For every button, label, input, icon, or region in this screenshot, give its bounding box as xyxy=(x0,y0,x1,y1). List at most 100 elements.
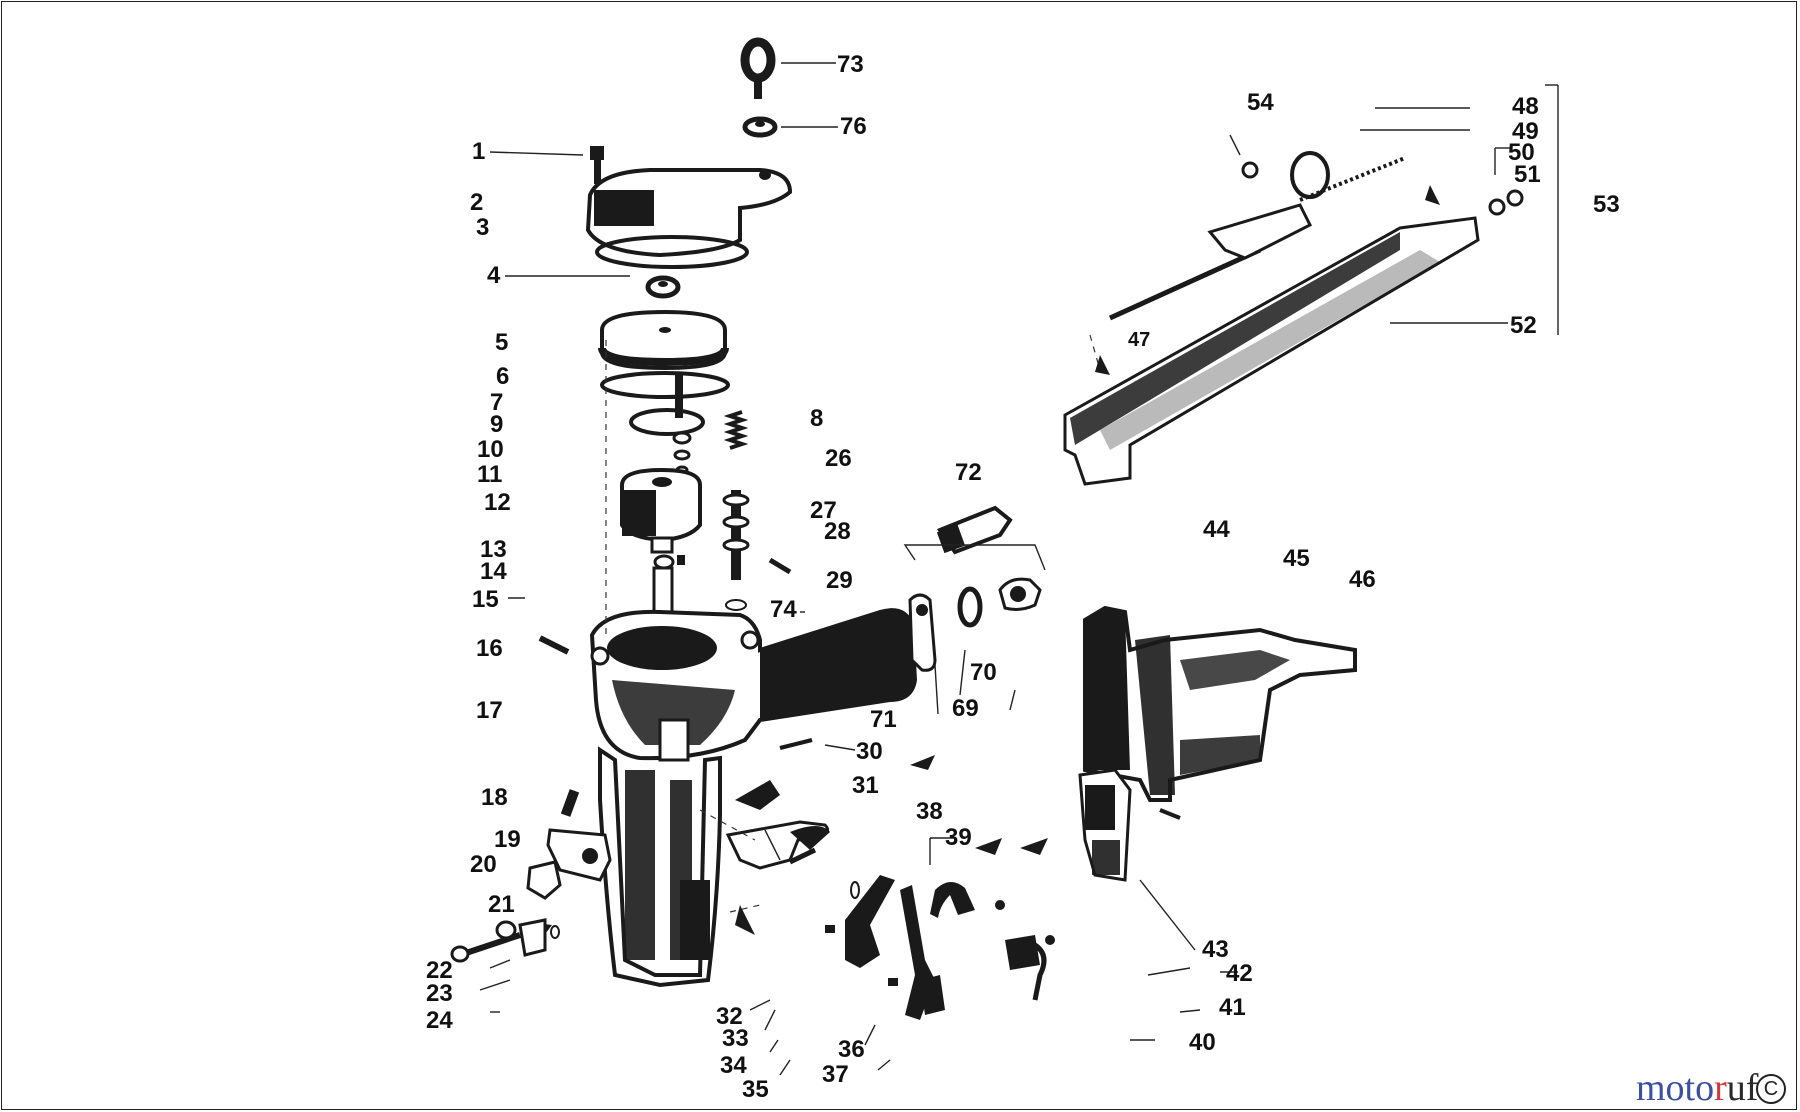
latch-30-31 xyxy=(735,738,813,810)
washer-4 xyxy=(645,275,681,299)
hook-39 xyxy=(930,881,975,918)
label-37: 37 xyxy=(822,1061,849,1088)
brand-part-3: uf xyxy=(1726,1067,1759,1109)
block-42-43 xyxy=(1078,768,1181,882)
label-4: 4 xyxy=(487,262,501,289)
nipple-72 xyxy=(936,505,1013,555)
brand-part-2: r xyxy=(1714,1067,1727,1109)
label-48: 48 xyxy=(1512,93,1539,120)
label-3: 3 xyxy=(476,214,489,241)
eye-bolt-73 xyxy=(740,37,776,99)
label-40: 40 xyxy=(1189,1029,1216,1056)
label-31: 31 xyxy=(852,772,879,799)
label-15: 15 xyxy=(472,586,499,613)
label-43: 43 xyxy=(1202,936,1229,963)
label-47: 47 xyxy=(1128,329,1150,351)
magazine-rail-47-54 xyxy=(1063,151,1524,486)
label-20: 20 xyxy=(470,851,497,878)
label-51: 51 xyxy=(1514,161,1541,188)
label-50: 50 xyxy=(1508,139,1535,166)
label-35: 35 xyxy=(742,1076,769,1103)
label-76: 76 xyxy=(840,113,867,140)
main-housing-17 xyxy=(589,608,918,762)
guide-line xyxy=(699,809,756,841)
spring-clip-40-41 xyxy=(1005,935,1055,1001)
label-33: 33 xyxy=(722,1025,749,1052)
label-44: 44 xyxy=(1203,516,1230,543)
label-5: 5 xyxy=(495,329,508,356)
label-39: 39 xyxy=(945,824,972,851)
part-labels: 73 76 1 2 3 4 5 6 7 9 10 11 12 13 14 15 … xyxy=(426,51,1620,1103)
label-41: 41 xyxy=(1219,994,1246,1021)
label-30: 30 xyxy=(856,738,883,765)
label-72: 72 xyxy=(955,459,982,486)
leader-lines xyxy=(479,62,1559,1076)
label-70: 70 xyxy=(970,659,997,686)
brand-part-1: moto xyxy=(1636,1067,1715,1109)
direction-arrows xyxy=(735,185,1440,935)
label-23: 23 xyxy=(426,980,453,1007)
label-12: 12 xyxy=(484,489,511,516)
label-8: 8 xyxy=(810,405,823,432)
nose-body xyxy=(598,746,722,988)
gasket-3 xyxy=(595,235,749,269)
piston-5 xyxy=(598,309,729,371)
bracket-19 xyxy=(546,828,612,882)
brand-logo: motoruf xyxy=(1636,1066,1758,1110)
label-2: 2 xyxy=(470,189,483,216)
fasteners-21-24 xyxy=(450,918,560,963)
label-46: 46 xyxy=(1349,566,1376,593)
label-52: 52 xyxy=(1510,312,1537,339)
label-24: 24 xyxy=(426,1007,453,1034)
spring-pin-26-29 xyxy=(722,410,792,580)
screw-1 xyxy=(590,146,604,184)
label-22: 22 xyxy=(426,957,453,984)
label-13: 13 xyxy=(480,536,507,563)
label-49: 49 xyxy=(1512,118,1539,145)
ring-13 xyxy=(653,554,675,570)
lever-36-38 xyxy=(825,875,945,1020)
label-69: 69 xyxy=(952,695,979,722)
label-27: 27 xyxy=(810,497,837,524)
top-cap-2 xyxy=(585,168,793,258)
nut-76 xyxy=(742,116,778,138)
label-71: 71 xyxy=(870,706,897,733)
guide-line xyxy=(729,904,761,913)
label-74: 74 xyxy=(770,596,797,623)
ring-74 xyxy=(725,599,747,611)
screw-39 xyxy=(995,900,1005,910)
copyright-icon: C xyxy=(1756,1074,1786,1104)
label-6: 6 xyxy=(496,363,509,390)
label-29: 29 xyxy=(826,567,853,594)
label-42: 42 xyxy=(1226,960,1253,987)
label-45: 45 xyxy=(1283,545,1310,572)
label-53: 53 xyxy=(1593,191,1620,218)
o-ring-6 xyxy=(600,371,730,399)
pin-18 xyxy=(560,789,580,817)
pin-16 xyxy=(538,635,570,655)
plate-20 xyxy=(526,860,562,900)
label-34: 34 xyxy=(720,1052,747,1079)
label-9: 9 xyxy=(490,411,503,438)
label-11: 11 xyxy=(477,461,502,488)
label-10: 10 xyxy=(477,436,504,463)
label-26: 26 xyxy=(825,445,852,472)
trigger-32-35 xyxy=(725,820,830,870)
label-32: 32 xyxy=(716,1003,743,1030)
label-17: 17 xyxy=(476,697,503,724)
label-38: 38 xyxy=(916,798,943,825)
label-7: 7 xyxy=(490,389,503,416)
label-28: 28 xyxy=(824,518,851,545)
label-1: 1 xyxy=(472,138,485,165)
label-54: 54 xyxy=(1247,89,1274,116)
label-21: 21 xyxy=(488,891,515,918)
label-14: 14 xyxy=(480,558,507,585)
connector-69-71 xyxy=(908,577,1042,672)
label-73: 73 xyxy=(837,51,864,78)
label-16: 16 xyxy=(476,635,503,662)
magazine-base-44-46 xyxy=(1083,605,1357,802)
label-36: 36 xyxy=(838,1036,865,1063)
